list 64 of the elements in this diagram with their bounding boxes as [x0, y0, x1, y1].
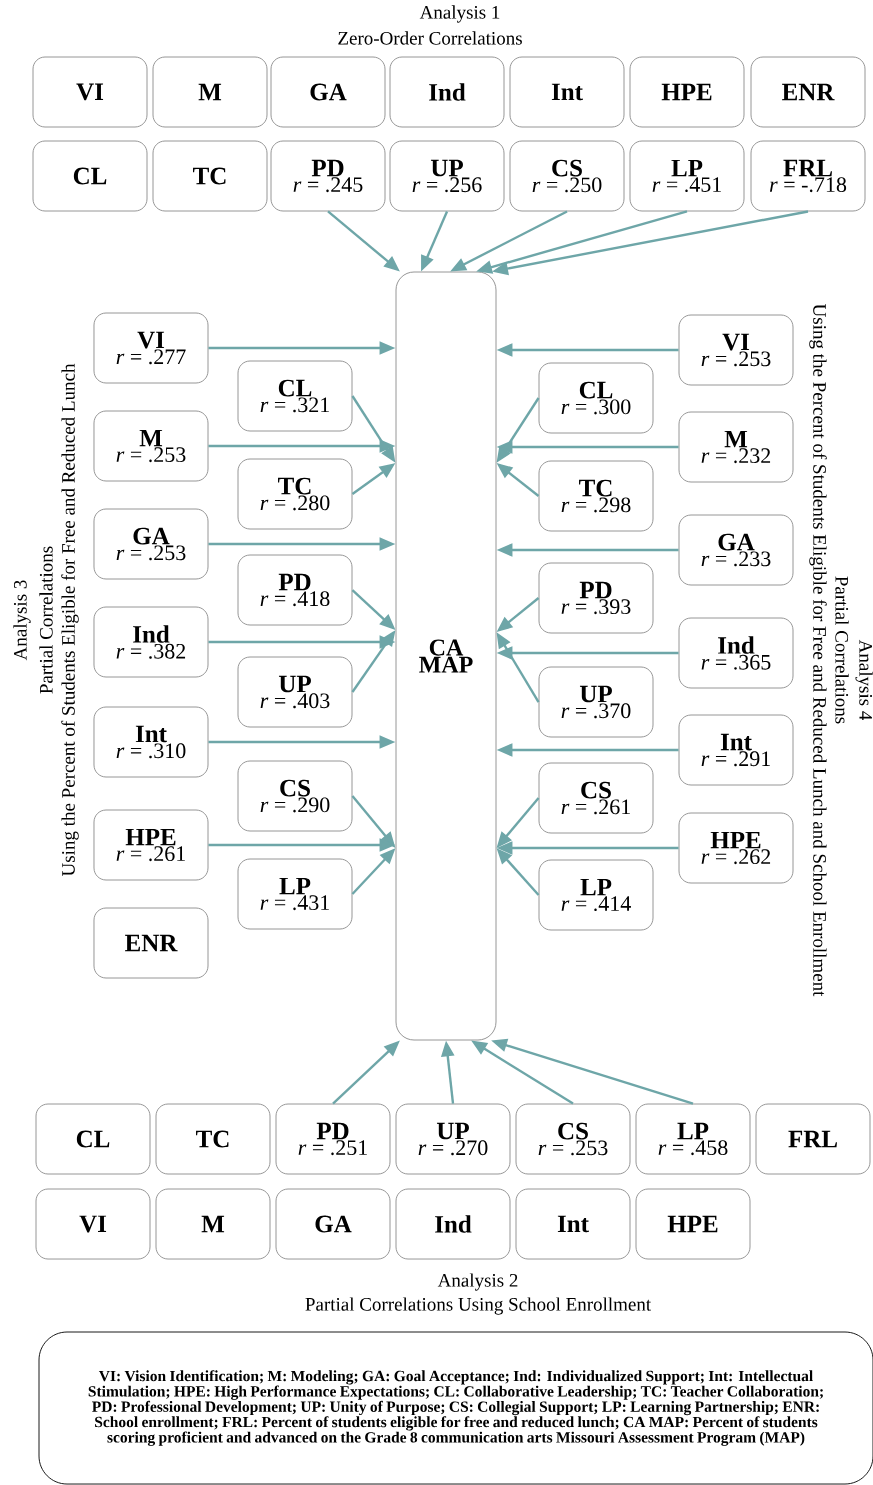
variable-box: LP r = .414 — [538, 859, 654, 931]
variable-box: PD r = .393 — [538, 562, 654, 634]
variable-box: VI — [35, 1188, 151, 1260]
variable-box: Ind — [389, 56, 505, 128]
variable-box: VI r = .253 — [678, 314, 794, 386]
variable-box: ENR — [93, 907, 209, 979]
variable-box: TC — [155, 1103, 271, 1175]
variable-box: CL — [35, 1103, 151, 1175]
heading-text: Using the Percent of Students Eligible for Free and Reduced Lunch and School Enrollment — [809, 304, 827, 997]
heading-text: Partial Correlations Using School Enrollment — [305, 1297, 651, 1315]
variable-box: VI r = .277 — [93, 312, 209, 384]
variable-box: CS r = .261 — [538, 762, 654, 834]
variable-box: M r = .253 — [93, 410, 209, 482]
heading-text: Using the Percent of Students Eligible for Free and Reduced Lunch — [61, 363, 79, 877]
variable-box: HPE — [635, 1188, 751, 1260]
variable-box: LP r = .431 — [237, 858, 353, 930]
variable-box: LP r = .451 — [629, 140, 745, 212]
variable-box: FRL r = -.718 — [750, 140, 866, 212]
variable-box: ENR — [750, 56, 866, 128]
variable-box: M — [152, 56, 268, 128]
heading-text: Analysis 4 — [855, 639, 873, 721]
variable-box: GA — [275, 1188, 391, 1260]
variable-box: HPE — [629, 56, 745, 128]
variable-box: HPE r = .261 — [93, 809, 209, 881]
heading-text: Analysis 1 — [419, 5, 500, 23]
variable-box: GA — [270, 56, 386, 128]
variable-box: UP r = .403 — [237, 656, 353, 728]
variable-box: CL r = .321 — [237, 360, 353, 432]
variable-box: GA r = .233 — [678, 514, 794, 586]
variable-box: TC r = .280 — [237, 458, 353, 530]
variable-box: M r = .232 — [678, 411, 794, 483]
variable-box: CL — [32, 140, 148, 212]
variable-box: HPE r = .262 — [678, 812, 794, 884]
variable-box: Ind — [395, 1188, 511, 1260]
variable-box: UP r = .370 — [538, 666, 654, 738]
variable-box: Ind r = .382 — [93, 606, 209, 678]
key-box: VI: Vision Identification; M: Modeling; GA: Goal Acceptance; Ind: Individualized Support; Int: Intellectual Stimulation; HPE: High Performance Expectations; CL: Collaborative Leadership; TC: Teacher Collaboration; PD: Professional Development; UP: Unity of Purpose; CS: Collegial Support; LP: Learning Partnership; ENR: School enrollment; FRL: Percent of students eligible for free and reduced lunch; CA MAP: Percent of students scoring proficient and advanced on the Grade 8 communication arts Missouri Assessment Program (MAP) — [38, 1331, 873, 1485]
variable-box: FRL — [755, 1103, 871, 1175]
variable-box: TC r = .298 — [538, 460, 654, 532]
variable-box: LP r = .458 — [635, 1103, 751, 1175]
variable-box: PD r = .245 — [270, 140, 386, 212]
variable-box: Int — [515, 1188, 631, 1260]
variable-box: Int r = .310 — [93, 706, 209, 778]
variable-box: UP r = .270 — [395, 1103, 511, 1175]
outcome-box: CA MAP — [395, 271, 497, 1041]
heading-text: Analysis 3 — [13, 580, 31, 661]
heading-text: Zero-Order Correlations — [338, 31, 522, 45]
variable-box: GA r = .253 — [93, 508, 209, 580]
variable-box: Int r = .291 — [678, 714, 794, 786]
variable-box: UP r = .256 — [389, 140, 505, 212]
variable-box: CS r = .250 — [509, 140, 625, 212]
variable-box: CS r = .253 — [515, 1103, 631, 1175]
variable-box: CS r = .290 — [237, 760, 353, 832]
variable-box: CL r = .300 — [538, 362, 654, 434]
heading-text: Partial Correlations — [39, 546, 53, 694]
variable-box: TC — [152, 140, 268, 212]
variable-box: PD r = .418 — [237, 554, 353, 626]
variable-box: VI — [32, 56, 148, 128]
heading-text: Partial Correlations — [835, 576, 849, 724]
variable-box: M — [155, 1188, 271, 1260]
variable-box: Int — [509, 56, 625, 128]
variable-box: Ind r = .365 — [678, 617, 794, 689]
heading-text: Analysis 2 — [437, 1273, 518, 1291]
variable-box: PD r = .251 — [275, 1103, 391, 1175]
